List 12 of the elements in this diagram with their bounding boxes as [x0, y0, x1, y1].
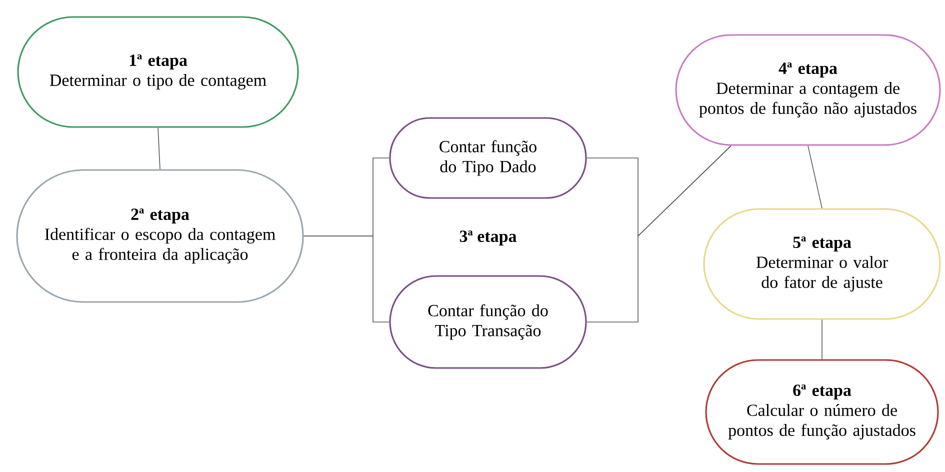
process-box: 4ª etapa Determinar a contagem de pontos de função não ajustados	[675, 34, 941, 146]
process-box: 1ª etapa Determinar o tipo de contagem	[17, 16, 299, 128]
stage-label: 3ª etapa	[460, 230, 516, 246]
process-box: Contar função do Tipo Transação	[389, 275, 587, 369]
process-box: 6ª etapa Calcular o número de pontos de função ajustados	[705, 359, 939, 465]
connector-line	[303, 236, 390, 322]
connector-line	[586, 145, 732, 322]
process-box: 2ª etapa Identificar o escopo da contagem e a fronteira da aplicação	[16, 169, 304, 303]
connector-line	[808, 145, 822, 209]
connector-line	[158, 127, 160, 170]
process-box: Contar função do Tipo Dado	[389, 117, 587, 199]
process-box: 5ª etapa Determinar o valor do fator de ajuste	[703, 208, 941, 320]
